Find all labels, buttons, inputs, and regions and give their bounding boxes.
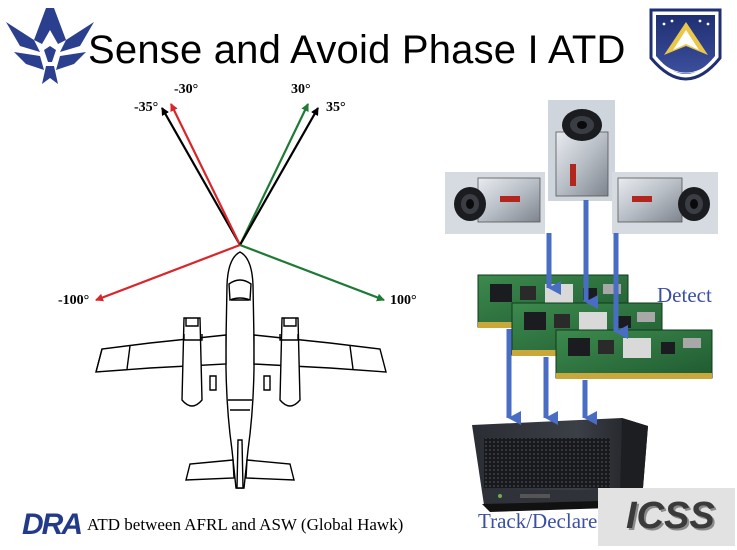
board-3 <box>555 329 713 379</box>
ray-neg100 <box>95 243 241 302</box>
camera-right <box>612 172 718 234</box>
angle-label-neg30: -30° <box>174 82 199 97</box>
ray-neg35 <box>161 107 241 246</box>
flow-arrows-track <box>506 329 597 425</box>
angle-label-pos30: 30° <box>291 82 311 97</box>
air-force-wings-logo <box>6 8 94 84</box>
computer-chassis <box>472 418 648 512</box>
aircraft-outline <box>95 251 387 489</box>
processing-boards <box>477 274 713 379</box>
icss-logo: ICSS ICSS <box>598 488 735 546</box>
svg-text:ICSS: ICSS <box>628 497 717 539</box>
camera-center <box>548 100 615 201</box>
fov-rays <box>95 103 385 302</box>
dra-logo: DRA <box>22 508 83 541</box>
camera-left <box>445 172 545 234</box>
footer-text: ATD between AFRL and ASW (Global Hawk) <box>87 515 404 534</box>
ray-pos35 <box>239 107 319 246</box>
detect-label: Detect <box>657 283 712 307</box>
afrl-seal <box>649 8 722 81</box>
flow-arrows-detect <box>546 200 628 339</box>
ray-pos100 <box>239 243 385 302</box>
angle-label-pos100: 100° <box>390 293 417 308</box>
angle-label-pos35: 35° <box>326 100 346 115</box>
svg-text:ICSS: ICSS <box>626 495 715 537</box>
ray-pos30 <box>239 103 309 246</box>
angle-label-neg35: -35° <box>134 100 159 115</box>
angle-label-neg100: -100° <box>58 293 90 308</box>
track-declare-label: Track/Declare <box>478 509 598 533</box>
ray-neg30 <box>170 103 241 246</box>
slide-title: Sense and Avoid Phase I ATD <box>88 28 626 72</box>
